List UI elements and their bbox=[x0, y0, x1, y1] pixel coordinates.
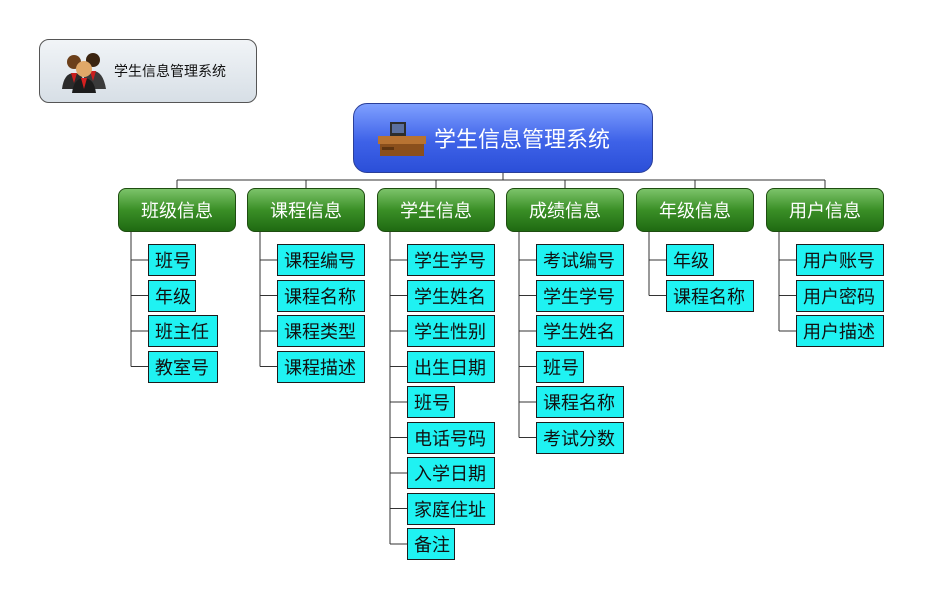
field-node: 用户密码 bbox=[796, 279, 884, 312]
people-icon bbox=[62, 53, 106, 93]
field-node: 学生学号 bbox=[536, 279, 624, 312]
field-node: 班号 bbox=[148, 244, 196, 276]
field-node: 班号 bbox=[407, 386, 455, 418]
field-node: 学生性别 bbox=[407, 315, 495, 347]
field-node: 班主任 bbox=[148, 315, 218, 347]
category-node: 成绩信息 bbox=[506, 188, 624, 232]
field-node: 课程编号 bbox=[277, 244, 365, 276]
root-label: 学生信息管理系统 bbox=[434, 128, 611, 153]
field-node: 出生日期 bbox=[407, 350, 495, 383]
system-title: 学生信息管理系统 bbox=[114, 64, 226, 80]
field-node: 年级 bbox=[666, 244, 714, 276]
field-node: 学生学号 bbox=[407, 244, 495, 276]
field-node: 备注 bbox=[407, 528, 455, 560]
field-node: 电话号码 bbox=[407, 421, 495, 454]
field-node: 班号 bbox=[536, 350, 584, 383]
field-node: 家庭住址 bbox=[407, 492, 495, 525]
field-node: 学生姓名 bbox=[536, 315, 624, 347]
field-node: 学生姓名 bbox=[407, 279, 495, 312]
category-node: 班级信息 bbox=[118, 188, 236, 232]
root-node: 学生信息管理系统 bbox=[353, 103, 653, 173]
category-node: 学生信息 bbox=[377, 188, 495, 232]
field-node: 年级 bbox=[148, 279, 196, 312]
field-node: 考试编号 bbox=[536, 244, 624, 276]
field-node: 考试分数 bbox=[536, 421, 624, 454]
category-node: 年级信息 bbox=[636, 188, 754, 232]
field-node: 课程名称 bbox=[536, 386, 624, 418]
field-node: 入学日期 bbox=[407, 457, 495, 489]
field-node: 课程名称 bbox=[666, 279, 754, 312]
desk-icon bbox=[378, 122, 426, 156]
category-node: 用户信息 bbox=[766, 188, 884, 232]
field-node: 课程类型 bbox=[277, 315, 365, 347]
field-node: 课程名称 bbox=[277, 279, 365, 312]
field-node: 用户描述 bbox=[796, 315, 884, 347]
field-node: 课程描述 bbox=[277, 350, 365, 383]
field-node: 教室号 bbox=[148, 350, 218, 383]
field-node: 用户账号 bbox=[796, 244, 884, 276]
title-box: 学生信息管理系统 bbox=[39, 39, 257, 103]
category-node: 课程信息 bbox=[247, 188, 365, 232]
